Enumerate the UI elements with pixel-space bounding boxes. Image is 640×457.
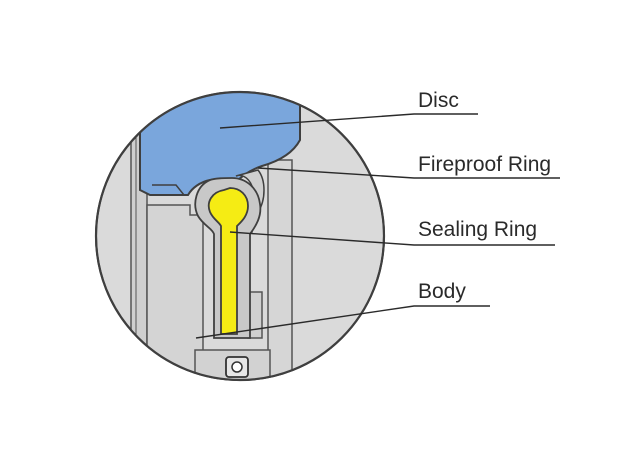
bolt-hole — [231, 361, 243, 373]
body-label: Body — [418, 280, 466, 303]
disc-leader-line — [219, 113, 478, 129]
fireproof-ring-label: Fireproof Ring — [418, 153, 551, 176]
body-leader-line — [195, 305, 490, 339]
callout-lines — [195, 113, 560, 339]
callout-labels: Disc Fireproof Ring Sealing Ring Body — [418, 89, 551, 303]
sealing-ring-leader-line — [229, 231, 555, 246]
cross-section-parts — [130, 92, 301, 380]
sealing-ring-label: Sealing Ring — [418, 218, 537, 241]
sealing-ring-shape — [207, 187, 249, 335]
body-right-wall — [267, 159, 293, 380]
fireproof-ring-leader-line — [257, 167, 560, 179]
magnifier-circle — [94, 90, 386, 382]
disc-label: Disc — [418, 89, 459, 112]
